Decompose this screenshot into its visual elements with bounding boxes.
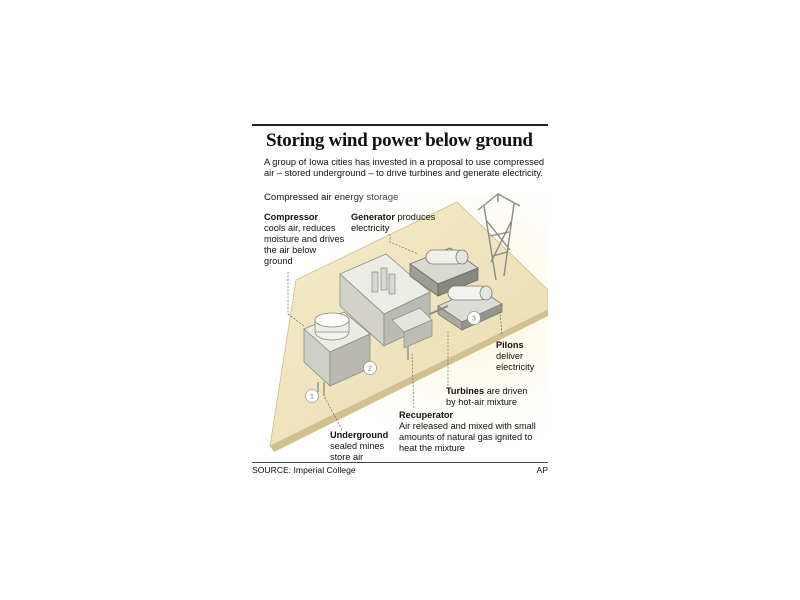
turbines-description: are driven by hot-air mixture bbox=[446, 386, 528, 407]
recuperator-label: Recuperator Air released and mixed with … bbox=[399, 410, 539, 454]
generator bbox=[409, 247, 479, 297]
marker-2: 2 bbox=[363, 361, 377, 375]
pilons-heading: Pilons bbox=[496, 340, 524, 350]
pilons-label: Pilons deliver electricity bbox=[496, 340, 548, 373]
main-building bbox=[339, 253, 433, 349]
compressor-label: Compressor cools air, reduces moisture a… bbox=[264, 212, 346, 267]
infographic-title: Storing wind power below ground bbox=[266, 130, 533, 151]
recuperator-description: Air released and mixed with small amount… bbox=[399, 421, 536, 453]
compressor-description: cools air, reduces moisture and drives t… bbox=[264, 223, 345, 266]
turbines-heading: Turbines bbox=[446, 386, 485, 396]
turbines-label: Turbines are driven by hot-air mixture bbox=[446, 386, 536, 408]
plant-illustration: 1 2 3 bbox=[269, 193, 548, 452]
compressor-building bbox=[303, 311, 371, 387]
underground-description: sealed mines store air bbox=[330, 441, 385, 462]
leader-lines bbox=[287, 234, 503, 431]
source-credit: SOURCE: Imperial College bbox=[252, 465, 356, 475]
generator-description: produces electricity bbox=[351, 212, 436, 233]
ground-edge bbox=[270, 310, 548, 452]
marker-1-text: 1 bbox=[310, 394, 314, 401]
marker-1: 1 bbox=[305, 389, 319, 403]
compressor-heading: Compressor bbox=[264, 212, 319, 222]
underground-pipes bbox=[317, 346, 409, 396]
marker-2-text: 2 bbox=[368, 366, 372, 373]
pilons-description: deliver electricity bbox=[496, 351, 535, 372]
infographic-subtitle: A group of Iowa cities has invested in a… bbox=[264, 157, 545, 178]
generator-heading: Generator bbox=[351, 212, 395, 222]
infographic: Storing wind power below ground A group … bbox=[252, 124, 548, 480]
recuperator-heading: Recuperator bbox=[399, 410, 454, 420]
underground-label: Underground sealed mines store air bbox=[330, 430, 398, 463]
marker-3-text: 3 bbox=[472, 316, 476, 323]
marker-3: 3 bbox=[467, 311, 481, 325]
pylon bbox=[477, 193, 521, 281]
generator-label: Generator produces electricity bbox=[351, 212, 447, 234]
underground-heading: Underground bbox=[330, 430, 389, 440]
bottom-rule bbox=[252, 462, 548, 463]
top-rule bbox=[252, 124, 548, 126]
agency-credit: AP bbox=[536, 465, 548, 475]
